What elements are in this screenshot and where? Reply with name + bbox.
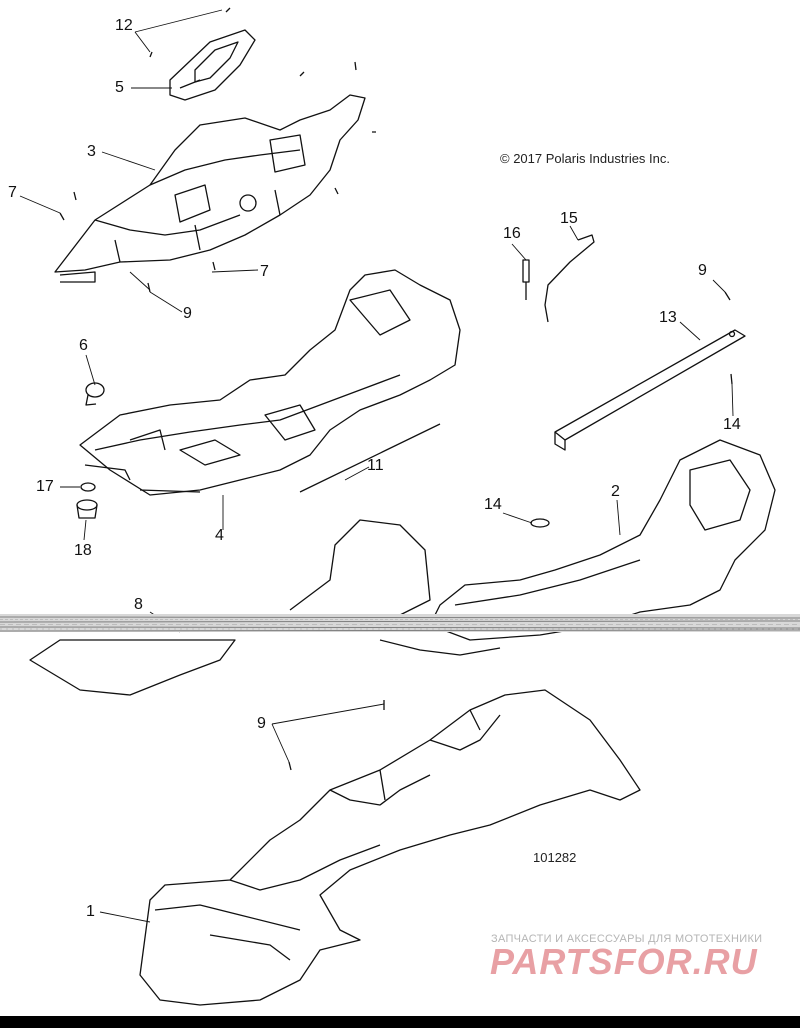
callout-6: 6 xyxy=(79,337,88,354)
part-14-plug xyxy=(530,518,550,528)
part-3-upper-dash xyxy=(54,94,366,283)
part-12-strap xyxy=(554,329,746,451)
part-15-wire xyxy=(544,234,595,323)
part-5-bezel xyxy=(169,29,256,101)
callout-7-bottom: 7 xyxy=(260,263,269,280)
callout-14: 14 xyxy=(484,496,502,513)
callout-7-top: 7 xyxy=(8,184,17,201)
part-16-sensor xyxy=(522,259,530,300)
part-1-lower-dash xyxy=(139,689,641,1006)
part-6-clip xyxy=(85,382,105,406)
watermark-logo-text: PARTSFOR.RU xyxy=(490,942,758,982)
callout-13: 14 xyxy=(723,416,741,433)
callout-5: 5 xyxy=(115,79,124,96)
callout-8: 8 xyxy=(134,596,143,613)
watermark-caption: ЗАПЧАСТИ И АКСЕССУАРЫ ДЛЯ МОТОТЕХНИКИ xyxy=(491,933,763,945)
callout-1: 1 xyxy=(86,903,95,920)
callout-4: 4 xyxy=(215,527,224,544)
callout-16: 16 xyxy=(503,225,521,242)
callout-2: 2 xyxy=(611,483,620,500)
leader-lines xyxy=(19,9,734,923)
callout-17: 17 xyxy=(36,478,54,495)
part-8-seal xyxy=(29,519,431,696)
copyright-notice: © 2017 Polaris Industries Inc. xyxy=(500,151,670,166)
callout-9-right: 9 xyxy=(698,262,707,279)
fasteners xyxy=(59,7,733,771)
part-4-lower-panel xyxy=(79,269,461,496)
part-10-rod xyxy=(299,423,441,493)
callout-3: 3 xyxy=(87,143,96,160)
part-18-grommet xyxy=(76,499,98,519)
callout-10: 11 xyxy=(367,457,384,474)
callout-11: 12 xyxy=(115,17,133,34)
figure-number: 101282 xyxy=(533,850,577,865)
bottom-border-bar xyxy=(0,1016,800,1028)
callout-9-lower: 9 xyxy=(257,715,266,732)
callout-18: 18 xyxy=(74,542,92,559)
callout-12: 13 xyxy=(659,309,677,326)
part-17-washer xyxy=(80,482,96,492)
torn-scan-band xyxy=(0,614,800,632)
callout-9-left: 9 xyxy=(183,305,192,322)
watermark-logo: PARTSFOR.RU xyxy=(490,942,758,982)
callout-15: 15 xyxy=(560,210,578,227)
